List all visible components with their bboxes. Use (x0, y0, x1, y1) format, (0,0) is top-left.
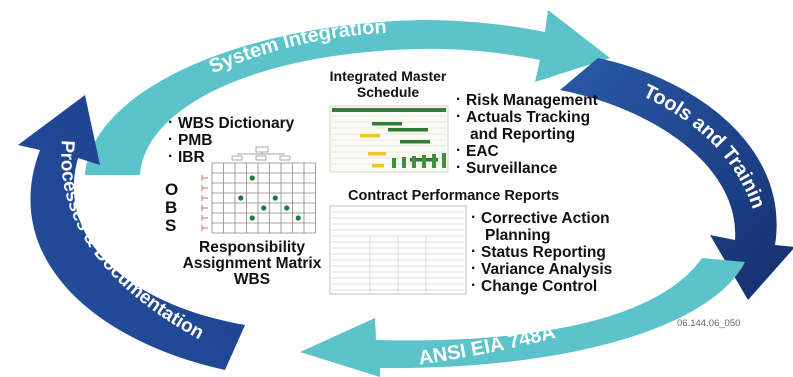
ims-title-line: Integrated Master (329, 68, 447, 84)
arrow-ansi-eia (300, 258, 745, 377)
obs-bracket (201, 195, 208, 201)
ims-title: Integrated Master Schedule (318, 68, 458, 100)
ims-bar (422, 155, 426, 168)
ram-dot (249, 175, 255, 181)
ram-dot (261, 205, 267, 211)
cpr-form-thumbnail (329, 205, 467, 295)
wbs-list-item: PMB (168, 131, 294, 149)
ims-bar (392, 158, 396, 168)
wbs-list-item: WBS Dictionary (168, 114, 294, 132)
ims-bar (402, 157, 406, 168)
obs-bracket (201, 215, 208, 221)
ram-dot (272, 195, 278, 201)
ims-bar (360, 134, 380, 138)
ims-bar (368, 152, 386, 156)
ims-bar (388, 128, 428, 132)
cpr-title: Contract Performance Reports (348, 188, 560, 204)
ram-dot (284, 205, 290, 211)
ims-list-item: Risk Management (456, 91, 598, 109)
obs-bracket (201, 225, 208, 231)
cpr-list-item: Status Reporting (471, 243, 612, 261)
ims-bar (400, 140, 430, 144)
obs-bracket (201, 185, 208, 191)
ims-schedule-thumbnail (329, 105, 449, 173)
ram-caption: Responsibility Assignment Matrix WBS (182, 240, 322, 288)
ram-caption-line: WBS (233, 271, 271, 288)
ims-list-item: EAC (456, 142, 598, 160)
ims-bar (412, 156, 416, 168)
obs-letter-o: O (165, 180, 179, 199)
obs-bracket (201, 205, 208, 211)
ims-bar (432, 154, 436, 168)
ims-bar (442, 153, 446, 168)
cpr-list-item: Variance Analysis (471, 260, 612, 278)
ims-title-line: Schedule (356, 84, 420, 100)
document-id: 06.144.06_050 (677, 318, 741, 329)
ram-dot (249, 215, 255, 221)
ims-bar (372, 164, 384, 168)
ram-caption-line: Responsibility (199, 239, 305, 256)
cpr-list-item: Change Control (471, 277, 612, 295)
arrow-system-integration (85, 10, 610, 175)
ims-bar (372, 122, 402, 126)
wbs-list: WBS Dictionary PMB IBR (168, 114, 294, 166)
ims-list-item: Surveillance (456, 159, 598, 177)
arrow-processes-documentation (18, 95, 245, 370)
obs-letter-s: S (165, 216, 177, 235)
ram-dot (238, 195, 244, 201)
obs-letter-b: B (165, 198, 178, 217)
ram-caption-line: Assignment Matrix (182, 255, 322, 272)
ram-dot (295, 215, 301, 221)
obs-bracket (201, 175, 208, 181)
arrow-tools-and-training (560, 58, 793, 300)
wbs-list-item: IBR (168, 148, 294, 166)
